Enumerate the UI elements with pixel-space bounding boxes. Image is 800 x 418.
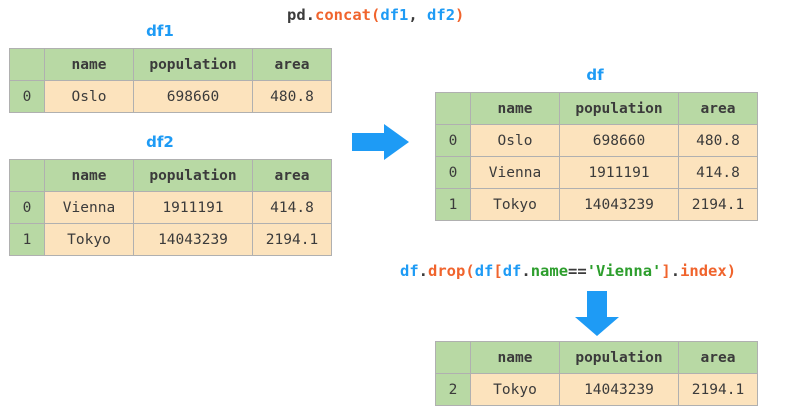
code-caption-concat: pd.concat(df1, df2)	[287, 6, 464, 24]
df2-column-header-name: name	[44, 159, 134, 192]
result-column-header-population: population	[559, 341, 679, 374]
df1-column-header-index	[9, 48, 45, 81]
df-cell-2-index: 1	[435, 188, 471, 221]
df2-cell-1-population: 14043239	[133, 223, 253, 256]
drop-token-5: [	[493, 262, 503, 280]
df-column-header-index	[435, 92, 471, 125]
concat-token-8: )	[455, 6, 465, 24]
drop-token-2: drop	[428, 262, 466, 280]
df2-cell-0-name: Vienna	[44, 191, 134, 224]
df-column-header-name: name	[470, 92, 560, 125]
df-cell-0-population: 698660	[559, 124, 679, 157]
df2-column-header-area: area	[252, 159, 332, 192]
result-cell-0-population: 14043239	[559, 373, 679, 406]
drop-token-10: 'Vienna'	[586, 262, 662, 280]
drop-token-1: .	[418, 262, 429, 280]
table-label-df: df	[586, 66, 604, 84]
drop-token-6: df	[502, 262, 522, 280]
df1-column-header-population: population	[133, 48, 253, 81]
drop-token-11: ]	[661, 262, 671, 280]
result-column-header-area: area	[678, 341, 758, 374]
concat-token-4: df1	[380, 6, 409, 24]
df2-column-header-population: population	[133, 159, 253, 192]
result-cell-0-area: 2194.1	[678, 373, 758, 406]
drop-token-13: index	[680, 262, 727, 280]
df2-cell-0-population: 1911191	[133, 191, 253, 224]
arrow-down-icon	[573, 291, 621, 341]
table-label-df1: df1	[146, 22, 174, 40]
df1-cell-0-index: 0	[9, 80, 45, 113]
concat-token-7: df2	[427, 6, 456, 24]
concat-token-5: ,	[408, 6, 418, 24]
drop-token-4: df	[474, 262, 494, 280]
df1-cell-0-population: 698660	[133, 80, 253, 113]
drop-token-14: )	[726, 262, 737, 280]
df2-cell-1-area: 2194.1	[252, 223, 332, 256]
df-cell-0-name: Oslo	[470, 124, 560, 157]
result-column-header-name: name	[470, 341, 560, 374]
code-caption-drop: df.drop(df[df.name=='Vienna'].index)	[400, 262, 736, 280]
result-cell-0-index: 2	[435, 373, 471, 406]
result-column-header-index	[435, 341, 471, 374]
df-cell-2-area: 2194.1	[678, 188, 758, 221]
table-label-df2: df2	[146, 133, 174, 151]
df-cell-2-name: Tokyo	[470, 188, 560, 221]
concat-token-6	[418, 6, 427, 24]
drop-token-0: df	[400, 262, 419, 280]
concat-token-3: (	[371, 6, 381, 24]
df-column-header-population: population	[559, 92, 679, 125]
drop-token-12: .	[670, 262, 681, 280]
df-cell-1-area: 414.8	[678, 156, 758, 189]
df1-column-header-name: name	[44, 48, 134, 81]
df1-cell-0-area: 480.8	[252, 80, 332, 113]
drop-token-8: name	[530, 262, 569, 280]
df2-cell-1-name: Tokyo	[44, 223, 134, 256]
df-cell-1-name: Vienna	[470, 156, 560, 189]
df-cell-0-index: 0	[435, 124, 471, 157]
concat-token-0: pd	[287, 6, 306, 24]
concat-token-1: .	[305, 6, 316, 24]
df2-cell-0-index: 0	[9, 191, 45, 224]
result-cell-0-name: Tokyo	[470, 373, 560, 406]
concat-token-2: concat	[315, 6, 372, 24]
drop-token-3: (	[465, 262, 475, 280]
df2-cell-1-index: 1	[9, 223, 45, 256]
df2-cell-0-area: 414.8	[252, 191, 332, 224]
drop-token-9: ==	[568, 262, 587, 280]
df-cell-2-population: 14043239	[559, 188, 679, 221]
df-cell-1-index: 0	[435, 156, 471, 189]
drop-token-7: .	[521, 262, 531, 280]
df-cell-1-population: 1911191	[559, 156, 679, 189]
df1-column-header-area: area	[252, 48, 332, 81]
df-cell-0-area: 480.8	[678, 124, 758, 157]
df1-cell-0-name: Oslo	[44, 80, 134, 113]
df-column-header-area: area	[678, 92, 758, 125]
arrow-right-icon	[352, 122, 410, 166]
df2-column-header-index	[9, 159, 45, 192]
